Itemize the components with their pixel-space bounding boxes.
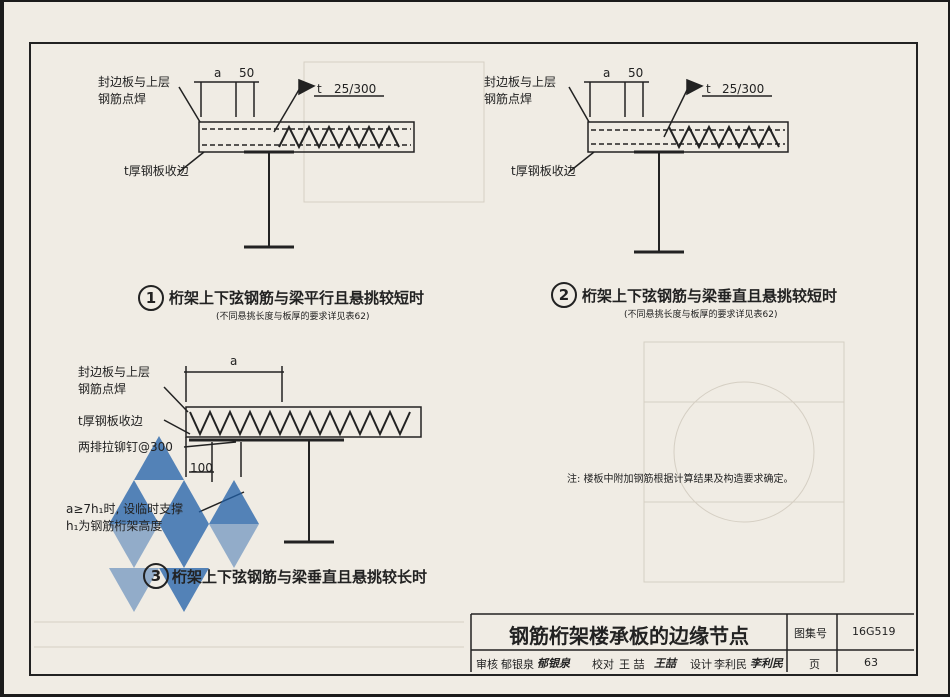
page-label: 页 <box>809 658 820 671</box>
detail-1-drawing <box>178 78 415 249</box>
detail-3-drawing <box>163 366 422 544</box>
designer-signature: 李利民 <box>750 657 783 670</box>
detail-3-note-line1: a≥7h₁时, 设临时支撑 <box>66 502 184 516</box>
detail-2-slope: 25/300 <box>722 82 765 96</box>
checker-name: 王 喆 <box>619 658 645 671</box>
detail-2-weld-label-line2: 钢筋点焊 <box>484 92 533 106</box>
drawing-lines <box>34 61 914 672</box>
detail-2-number: 2 <box>551 282 577 308</box>
detail-1-edge-label: t厚钢板收边 <box>124 164 189 178</box>
detail-1-subtitle: (不同悬挑长度与板厚的要求详见表62) <box>216 312 370 322</box>
detail-3-dim-a: a <box>230 354 238 368</box>
detail-1-dim-a: a <box>214 66 222 80</box>
detail-2-drawing <box>568 78 789 254</box>
detail-3-rivet-label: 两排拉铆钉@300 <box>78 440 173 454</box>
detail-1-number: 1 <box>138 285 164 311</box>
sheet-title: 钢筋桁架楼承板的边缘节点 <box>509 624 749 648</box>
designer-name: 李利民 <box>714 658 747 671</box>
detail-2-subtitle: (不同悬挑长度与板厚的要求详见表62) <box>624 310 778 320</box>
detail-1-weld-label-line1: 封边板与上层 <box>98 75 171 89</box>
drawing-frame <box>29 42 918 676</box>
detail-2-dim-t: t <box>706 82 711 96</box>
check-label: 校对 <box>592 658 614 671</box>
review-label: 审核 <box>476 658 498 671</box>
detail-3-edge-label: t厚钢板收边 <box>78 414 143 428</box>
detail-1-slope: 25/300 <box>334 82 377 96</box>
detail-3-weld-label-line1: 封边板与上层 <box>78 365 151 379</box>
detail-1-weld-label-line2: 钢筋点焊 <box>98 92 147 106</box>
detail-1-dim-t: t <box>317 82 322 96</box>
detail-2-dim-a: a <box>603 66 611 80</box>
detail-2-dim-50: 50 <box>628 66 644 80</box>
design-label: 设计 <box>690 658 712 671</box>
reviewer-signature: 郁银泉 <box>537 657 570 670</box>
watermark-logo <box>109 436 259 612</box>
detail-2-edge-label: t厚钢板收边 <box>511 164 576 178</box>
reviewer-name: 郁银泉 <box>501 658 534 671</box>
detail-1-title: 桁架上下弦钢筋与梁平行且悬挑较短时 <box>169 289 425 307</box>
detail-3-weld-label-line2: 钢筋点焊 <box>78 382 127 396</box>
general-note: 注: 楼板中附加钢筋根据计算结果及构造要求确定。 <box>567 474 794 485</box>
atlas-number: 16G519 <box>852 625 896 638</box>
checker-signature: 王喆 <box>654 657 676 670</box>
atlas-label: 图集号 <box>794 627 827 640</box>
page-number: 63 <box>864 656 878 669</box>
detail-3-note-line2: h₁为钢筋桁架高度 <box>66 519 163 533</box>
detail-3-number: 3 <box>143 563 169 589</box>
detail-1-dim-50: 50 <box>239 66 255 80</box>
detail-3-title: 桁架上下弦钢筋与梁垂直且悬挑较长时 <box>172 568 428 586</box>
detail-3-dim-100: 100 <box>190 461 213 475</box>
detail-2-weld-label-line1: 封边板与上层 <box>484 75 557 89</box>
drawing-sheet: 封边板与上层 钢筋点焊 t厚钢板收边 a 50 t 25/300 1 桁架上下弦… <box>4 2 948 694</box>
detail-2-title: 桁架上下弦钢筋与梁垂直且悬挑较短时 <box>582 287 838 305</box>
